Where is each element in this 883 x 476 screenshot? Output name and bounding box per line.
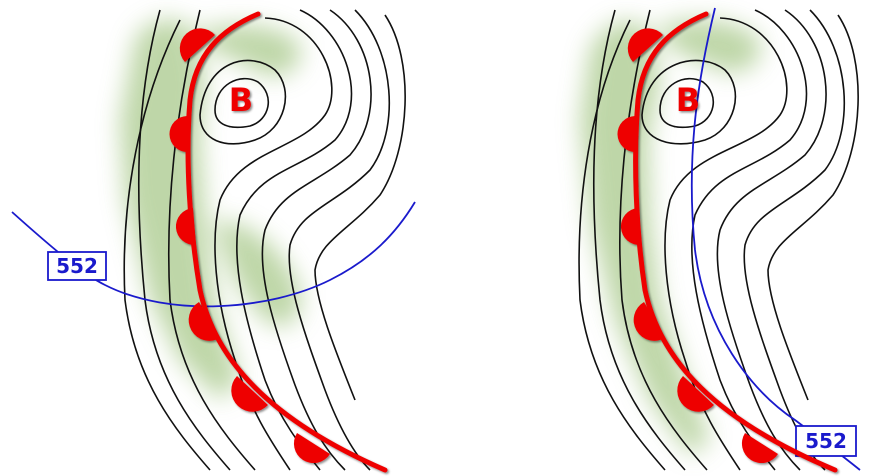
contour-label-right: 552: [795, 425, 857, 457]
front-symbol: [188, 302, 220, 341]
contour-label-text: 552: [56, 254, 98, 278]
precip-area-right: [580, 20, 761, 455]
front-right: [617, 11, 838, 473]
isobar-line: [261, 9, 372, 471]
front-symbol: [293, 433, 330, 464]
isobars-left: [123, 9, 406, 471]
front-symbol: [175, 208, 196, 246]
isobar-line: [314, 14, 406, 401]
isobar-line: [123, 19, 211, 471]
isobar-line: [167, 9, 256, 471]
isobar-line: [214, 77, 270, 129]
low-center-label-left: B: [229, 81, 253, 119]
panel-left: 552 B: [11, 9, 416, 473]
low-center-label-right: B: [676, 81, 700, 119]
front-symbol: [677, 376, 714, 412]
isobar-line: [137, 9, 231, 471]
isobar-line: [619, 9, 708, 471]
isobar-line: [691, 9, 808, 471]
isobar-line: [743, 9, 846, 471]
front-symbol: [741, 433, 778, 464]
isobar-line: [199, 59, 287, 145]
front-left: [169, 11, 388, 473]
front-symbol: [617, 116, 636, 153]
front-symbol: [231, 376, 268, 412]
front-symbol: [179, 28, 215, 62]
precip-area-left: [120, 19, 301, 401]
front-symbol: [620, 208, 641, 246]
isobar-line: [767, 14, 859, 401]
front-symbol: [627, 28, 663, 62]
isobar-line: [288, 9, 391, 471]
isobar-line: [578, 19, 666, 471]
contour-label-text: 552: [805, 429, 847, 453]
isobar-line: [659, 77, 715, 129]
isobar-line: [716, 9, 827, 471]
isobar-line: [592, 9, 686, 471]
front-symbol: [169, 116, 188, 153]
isobar-line: [641, 59, 737, 145]
contour-label-left: 552: [47, 251, 107, 281]
isobars-right: [578, 9, 859, 471]
panel-right: 552 B: [578, 7, 861, 473]
front-symbol: [633, 302, 665, 341]
